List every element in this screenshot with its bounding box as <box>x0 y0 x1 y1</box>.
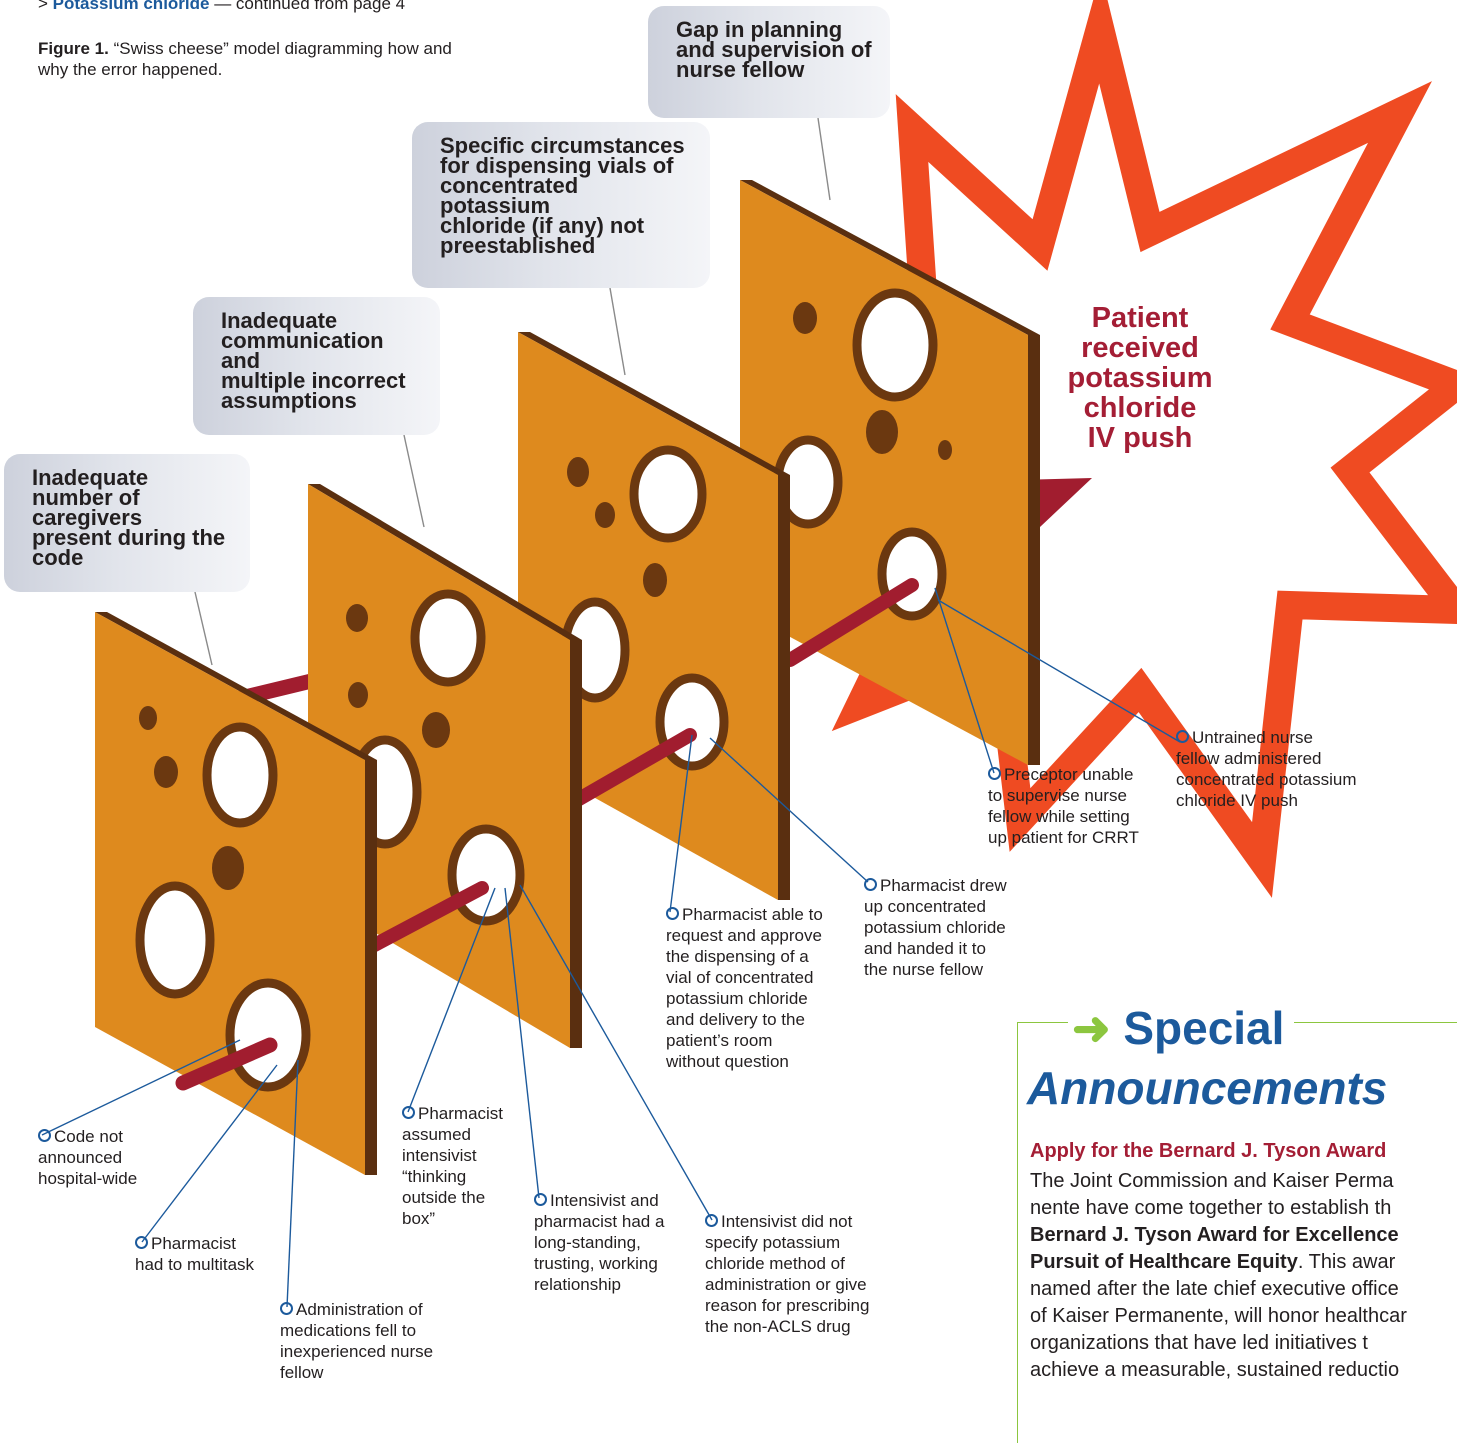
cheese-slice-4 <box>740 180 1040 765</box>
callout-layer-2: Inadequate communication and multiple in… <box>193 297 440 435</box>
callout-layer-4: Gap in planning and supervision of nurse… <box>648 6 890 118</box>
bullet-icon <box>280 1302 293 1315</box>
annotation-code-not-announced: Code not announced hospital-wide <box>38 1127 138 1188</box>
callout-layer-3: Specific circumstances for dispensing vi… <box>412 122 710 288</box>
award-headline[interactable]: Apply for the Bernard J. Tyson Award <box>1030 1140 1387 1162</box>
outcome-label: Patient received potassium chloride IV p… <box>1067 302 1213 454</box>
annotation-pharmacist-assumed: Pharmacist assumed intensivist “thinking… <box>402 1104 504 1228</box>
callout-leaders <box>194 117 831 666</box>
bullet-icon <box>988 767 1001 780</box>
annotation-preceptor-unable: Preceptor unable to supervise nurse fell… <box>988 765 1139 847</box>
bullet-icon <box>1176 730 1189 743</box>
running-head: > Potassium chloride — continued from pa… <box>38 0 405 14</box>
award-body: The Joint Commission and Kaiser Perma ne… <box>1030 1170 1407 1381</box>
annotation-leaders <box>41 587 1181 1308</box>
annotation-pharmacist-able-to-request: Pharmacist able to request and approve t… <box>666 905 823 1071</box>
annotation-intensivist-did-not-specify: Intensivist did not specify potassium ch… <box>705 1212 870 1336</box>
annotation-long-standing-relationship: Intensivist and pharmacist had a long-st… <box>534 1191 665 1294</box>
figure-caption: Figure 1. “Swiss cheese” model diagrammi… <box>38 38 458 80</box>
bullet-icon <box>534 1193 547 1206</box>
running-head-link[interactable]: Potassium chloride <box>52 0 210 13</box>
callout-layer-1: Inadequate number of caregivers present … <box>4 454 250 592</box>
bullet-icon <box>135 1236 148 1249</box>
bullet-icon <box>402 1106 415 1119</box>
swiss-cheese-diagram <box>41 0 1457 1308</box>
caption-text: “Swiss cheese” model diagramming how and… <box>38 39 452 79</box>
bullet-icon <box>705 1214 718 1227</box>
arrow-right-icon: ➜ <box>1072 1002 1111 1054</box>
bullet-icon <box>864 878 877 891</box>
caption-label: Figure 1. <box>38 39 109 58</box>
announcements-title: Announcements <box>1027 1062 1388 1114</box>
bullet-icon <box>666 907 679 920</box>
annotation-untrained-nurse: Untrained nurse fellow administered conc… <box>1176 728 1357 810</box>
annotation-pharmacist-drew-up: Pharmacist drew up concentrated potassiu… <box>864 876 1007 979</box>
cheese-slice-1 <box>95 612 377 1175</box>
annotation-pharmacist-multitask: Pharmacist had to multitask <box>135 1234 255 1274</box>
special-title: ➜ Special <box>1068 1000 1295 1056</box>
annotation-administration-fell: Administration of medications fell to in… <box>280 1300 434 1382</box>
bullet-icon <box>38 1129 51 1142</box>
